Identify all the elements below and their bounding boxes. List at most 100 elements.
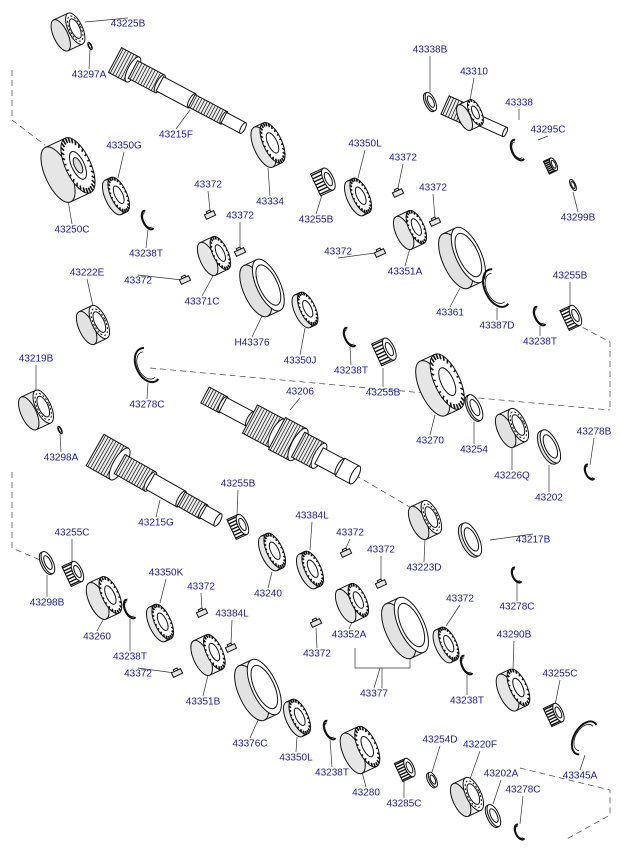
leader-line	[202, 674, 209, 697]
part-label-43223d[interactable]: 43223D	[406, 562, 442, 574]
part-label-43278c[interactable]: 43278C	[129, 399, 165, 411]
dashed-guide-lines	[11, 70, 611, 841]
part-label-43350l[interactable]: 43350L	[279, 752, 313, 764]
part-label-43255b[interactable]: 43255B	[552, 270, 588, 282]
part-label-43361[interactable]: 43361	[436, 307, 464, 319]
part-label-43310[interactable]: 43310	[460, 66, 488, 78]
part-label-43372[interactable]: 43372	[187, 581, 215, 593]
leader-line	[201, 273, 215, 297]
leader-line	[345, 538, 351, 549]
part-label-43226q[interactable]: 43226Q	[494, 470, 530, 482]
part-label-43338b[interactable]: 43338B	[412, 44, 448, 56]
part-label-43202a[interactable]: 43202A	[483, 768, 519, 780]
leader-line	[299, 327, 306, 356]
snap-43387d	[478, 268, 509, 311]
part-label-43338[interactable]: 43338	[505, 97, 533, 109]
part-label-43202[interactable]: 43202	[535, 492, 563, 504]
part-label-43372[interactable]: 43372	[324, 246, 352, 258]
bearing-43222e	[72, 303, 114, 348]
part-label-43350l[interactable]: 43350L	[348, 138, 382, 150]
gear-43280	[335, 723, 385, 777]
part-label-43377[interactable]: 43377	[360, 688, 388, 700]
part-label-43350j[interactable]: 43350J	[283, 355, 317, 367]
part-label-43206[interactable]: 43206	[286, 386, 314, 398]
part-label-43254d[interactable]: 43254D	[422, 734, 458, 746]
hub-43352a	[331, 581, 373, 626]
part-label-43240[interactable]: 43240	[254, 588, 282, 600]
part-label-43238t[interactable]: 43238T	[334, 365, 368, 377]
part-label-43299b[interactable]: 43299B	[560, 212, 596, 224]
gear-43310	[453, 97, 486, 132]
needle-43255b-b	[560, 304, 584, 331]
leader-line	[432, 193, 436, 219]
part-label-h43376[interactable]: H43376	[234, 337, 270, 349]
part-label-43334[interactable]: 43334	[256, 196, 284, 208]
part-label-43215g[interactable]: 43215G	[138, 517, 174, 529]
part-label-43255c[interactable]: 43255C	[54, 527, 90, 539]
sleeve-43376c	[228, 655, 289, 726]
part-label-43372[interactable]: 43372	[389, 152, 417, 164]
part-label-43217b[interactable]: 43217B	[515, 534, 551, 546]
bearing-43223d	[404, 498, 446, 543]
leader-line	[67, 199, 73, 225]
part-label-43255b[interactable]: 43255B	[220, 478, 256, 490]
part-label-43372[interactable]: 43372	[446, 593, 474, 605]
part-label-43255b[interactable]: 43255B	[365, 387, 401, 399]
part-label-43384l[interactable]: 43384L	[295, 510, 329, 522]
part-label-43220f[interactable]: 43220F	[463, 739, 497, 751]
part-label-43255b[interactable]: 43255B	[298, 214, 334, 226]
part-label-43387d[interactable]: 43387D	[479, 320, 515, 332]
part-label-43219b[interactable]: 43219B	[18, 353, 54, 365]
part-label-43372[interactable]: 43372	[419, 182, 447, 194]
part-label-43371c[interactable]: 43371C	[184, 296, 220, 308]
part-label-43278b[interactable]: 43278B	[576, 426, 612, 438]
part-label-43372[interactable]: 43372	[124, 668, 152, 680]
part-label-43372[interactable]: 43372	[336, 527, 364, 539]
part-label-43285c[interactable]: 43285C	[386, 798, 422, 810]
part-label-43260[interactable]: 43260	[83, 631, 111, 643]
part-label-43352a[interactable]: 43352A	[331, 629, 367, 641]
snap-43278c-a	[130, 347, 159, 386]
part-label-43215f[interactable]: 43215F	[159, 129, 193, 141]
leader-line	[449, 287, 461, 308]
leader-line	[86, 278, 94, 307]
output-shaft-43215f	[108, 48, 251, 142]
part-label-43255c[interactable]: 43255C	[542, 668, 578, 680]
ring-43298b	[36, 550, 57, 577]
part-label-43350g[interactable]: 43350G	[106, 140, 142, 152]
part-label-43225b[interactable]: 43225B	[110, 18, 146, 30]
part-label-43372[interactable]: 43372	[303, 648, 331, 660]
part-label-43351b[interactable]: 43351B	[185, 696, 221, 708]
part-label-43278c[interactable]: 43278C	[499, 601, 535, 613]
part-label-43372[interactable]: 43372	[194, 179, 222, 191]
part-label-43280[interactable]: 43280	[352, 787, 380, 799]
part-label-43384l[interactable]: 43384L	[215, 608, 249, 620]
part-label-43238t[interactable]: 43238T	[523, 336, 557, 348]
part-label-43238t[interactable]: 43238T	[315, 767, 349, 779]
part-label-43372[interactable]: 43372	[226, 210, 254, 222]
part-label-43297a[interactable]: 43297A	[71, 69, 107, 81]
bearing-43219b	[14, 387, 57, 433]
part-label-43278c[interactable]: 43278C	[505, 784, 541, 796]
part-label-43254[interactable]: 43254	[460, 444, 488, 456]
guide-line	[354, 474, 421, 514]
part-label-43372[interactable]: 43372	[367, 544, 395, 556]
part-label-43250c[interactable]: 43250C	[54, 224, 90, 236]
part-label-43350k[interactable]: 43350K	[148, 567, 184, 579]
part-label-43376c[interactable]: 43376C	[232, 738, 268, 750]
leader-line	[373, 667, 381, 689]
part-label-43298a[interactable]: 43298A	[43, 452, 79, 464]
leader-line	[469, 77, 475, 101]
part-label-43345a[interactable]: 43345A	[562, 770, 598, 782]
part-label-43351a[interactable]: 43351A	[387, 266, 423, 278]
part-label-43290b[interactable]: 43290B	[496, 629, 532, 641]
leader-line	[309, 521, 313, 551]
part-label-43372[interactable]: 43372	[124, 275, 152, 287]
part-label-43238t[interactable]: 43238T	[113, 651, 147, 663]
part-label-43238t[interactable]: 43238T	[129, 248, 163, 260]
part-label-43295c[interactable]: 43295C	[530, 124, 566, 136]
part-label-43238t[interactable]: 43238T	[450, 695, 484, 707]
part-label-43298b[interactable]: 43298B	[29, 597, 65, 609]
part-label-43222e[interactable]: 43222E	[69, 267, 105, 279]
part-label-43270[interactable]: 43270	[416, 435, 444, 447]
